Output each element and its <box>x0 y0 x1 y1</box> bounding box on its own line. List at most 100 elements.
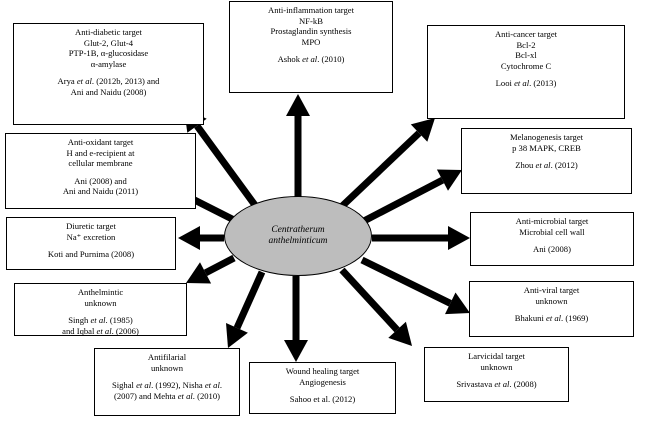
larvicidal-citation: Srivastava et al. (2008) <box>427 379 566 390</box>
antimicrobial-target-line: Microbial cell wall <box>519 226 585 237</box>
larvicidal-target-line: unknown <box>480 361 513 372</box>
et-al-italic: et al <box>76 76 92 87</box>
woundhealing-citation-line: Sahoo et al. (2012) <box>252 394 393 405</box>
citation-text: Ani (2008) <box>533 244 571 255</box>
melanogenesis-citation: Zhou et al. (2012) <box>464 160 629 171</box>
citation-text: Ani (2008) and <box>74 175 127 186</box>
diuretic-target-line: Na⁺ excretion <box>66 231 116 242</box>
anticancer-citation: Looi et al. (2013) <box>430 78 622 89</box>
antiviral-citation: Bhakuni et al. (1969) <box>472 313 631 324</box>
citation-text: Sighal <box>111 380 137 391</box>
antidiabetic-target-line: α-amylase <box>90 58 127 69</box>
arrow-head-anthelmintic <box>186 262 212 284</box>
antidiabetic-target-line: Anti-diabetic target <box>75 27 142 37</box>
antiinflammation-target-line: MPO <box>301 36 321 47</box>
citation-text: Bhakuni <box>514 313 546 324</box>
arrow-shaft-anticancer <box>335 130 422 213</box>
citation-text: . (2013) <box>529 78 557 89</box>
antidiabetic-target-line: PTP-1B, α-glucosidase <box>68 48 149 59</box>
anthelmintic-target-line: Anthelmintic <box>77 287 124 297</box>
antifilarial-citation-line: (2007) and Mehta et al. (2010) <box>97 391 237 402</box>
arrow-head-diuretic <box>178 226 200 250</box>
antifilarial-target-line: unknown <box>151 362 183 373</box>
antimicrobial-citation-line: Ani (2008) <box>473 244 631 255</box>
anticancer-citation-line: Looi et al. (2013) <box>430 78 622 89</box>
et-al-italic: et al <box>96 325 112 336</box>
antiviral-target-line: unknown <box>535 295 568 306</box>
antifilarial-citation: Sighal et al. (1992), Nisha et al.(2007)… <box>97 380 237 401</box>
antiinflammation-citation-line: Ashok et al. (2010) <box>232 54 390 65</box>
anticancer-target-line: Cytochrome C <box>500 60 552 71</box>
citation-text: . (1969) <box>561 313 589 324</box>
citation-text: . (2010) <box>317 54 345 65</box>
citation-text: . (2010) <box>192 390 220 401</box>
arrow-shaft-antidiabetic <box>194 123 263 215</box>
antimicrobial-target-line: Anti-microbial target <box>515 216 589 226</box>
et-al-italic: et al <box>302 54 318 65</box>
antioxidant-target-line: cellular membrane <box>68 158 133 169</box>
diuretic-target-line: Diuretic target <box>66 221 116 231</box>
woundhealing-citation: Sahoo et al. (2012) <box>252 394 393 405</box>
arrow-head-antiinflammation <box>286 94 310 116</box>
arrow-head-woundhealing <box>284 340 308 362</box>
citation-text: . (1992), Nisha <box>151 380 205 391</box>
antiviral-target-line: Anti-viral target <box>523 285 580 295</box>
anthelmintic-target-line: unknown <box>84 297 117 308</box>
arrow-shaft-larvicidal <box>339 267 400 333</box>
antiinflammation-target-line: Prostaglandin synthesis <box>270 26 352 37</box>
anthelmintic-citation-line: and Iqbal et al. (2006) <box>17 325 184 336</box>
antifilarial-citation-line: Sighal et al. (1992), Nisha et al. <box>97 380 237 391</box>
et-al-italic: et al <box>204 380 220 391</box>
antidiabetic-citation-line: Ani and Naidu (2008) <box>16 87 201 98</box>
arrow-head-antiviral <box>445 292 470 315</box>
citation-text: Zhou <box>515 160 536 171</box>
anticancer-target-line: Bcl-2 <box>516 39 536 50</box>
antimicrobial-citation: Ani (2008) <box>473 244 631 255</box>
center-label-line1: Centratherum <box>271 225 325 235</box>
antioxidant-citation-line: Ani (2008) and <box>8 176 193 187</box>
antiinflammation-target-line: Anti-inflammation target <box>268 5 354 15</box>
melanogenesis-citation-line: Zhou et al. (2012) <box>464 160 629 171</box>
arrow-head-antimicrobial <box>448 226 470 250</box>
arrow-head-melanogenesis <box>436 169 462 191</box>
antidiabetic-citation-line: Arya et al. (2012b, 2013) and <box>16 76 201 87</box>
antiviral-citation-line: Bhakuni et al. (1969) <box>472 313 631 324</box>
citation-text: Ani and Naidu (2008) <box>70 86 147 97</box>
larvicidal-target-line: Larvicidal target <box>468 351 525 361</box>
citation-text: Ani and Naidu (2011) <box>62 186 139 197</box>
citation-text: Arya <box>57 76 77 87</box>
antidiabetic-target-line: Glut-2, Glut-4 <box>83 37 134 48</box>
et-al-italic: et al <box>514 78 530 89</box>
citation-text: Sahoo et al. (2012) <box>289 394 356 405</box>
et-al-italic: et al <box>546 313 562 324</box>
arrow-shaft-melanogenesis <box>360 177 445 226</box>
arrow-head-larvicidal <box>388 321 412 346</box>
citation-text: (2007) and Mehta <box>114 390 178 401</box>
diuretic-citation: Koti and Purnima (2008) <box>9 249 173 260</box>
antioxidant-target-line: H and e-recipient at <box>66 147 135 158</box>
et-al-italic: et al <box>136 380 152 391</box>
arrow-shaft-antiviral <box>360 256 452 307</box>
larvicidal-citation-line: Srivastava et al. (2008) <box>427 379 566 390</box>
citation-text: Singh <box>68 315 91 326</box>
anticancer-target-line: Bcl-xl <box>515 50 537 61</box>
antiinflammation-target-line: NF-kB <box>299 15 323 26</box>
citation-text: and Iqbal <box>62 325 97 336</box>
arrow-shaft-antifilarial <box>233 270 266 330</box>
citation-text: . (2012b, 2013) and <box>91 76 160 87</box>
antioxidant-citation-line: Ani and Naidu (2011) <box>8 186 193 197</box>
anticancer-target-line: Anti-cancer target <box>494 29 558 39</box>
citation-text: . <box>219 380 223 391</box>
